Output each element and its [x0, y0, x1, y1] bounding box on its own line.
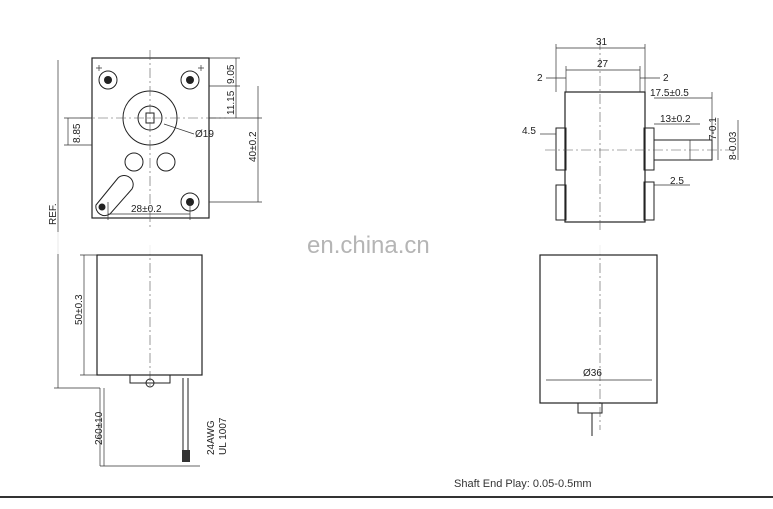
wire-spec-ul: UL 1007	[218, 417, 229, 455]
bottom-rule	[0, 496, 773, 498]
mounting-hole-top-right	[180, 65, 204, 90]
dim-2-left: 2	[537, 73, 543, 84]
wire-spec-awg: 24AWG	[206, 420, 217, 455]
mounting-slot-bottom-left	[95, 175, 134, 217]
watermark-text: en.china.cn	[307, 232, 430, 259]
motor-body-front	[96, 254, 203, 376]
small-hole-right	[156, 152, 176, 172]
dim-dia-36: Ø36	[583, 368, 602, 379]
motor-end-cap	[129, 374, 171, 384]
dim-9-05: 9.05	[226, 64, 237, 84]
mounting-hole-top-left	[96, 65, 118, 90]
dim-13: 13±0.2	[660, 114, 691, 125]
dim-4-5: 4.5	[522, 126, 536, 137]
dim-2-right: 2	[663, 73, 669, 84]
dim-11-15: 11.15	[226, 90, 237, 115]
side-view: 31 27 2 2 17.5±0.5 13±0.2 7-0.1 8-0.03 4…	[522, 37, 739, 436]
dim-28: 28±0.2	[131, 204, 162, 215]
dim-40: 40±0.2	[248, 131, 259, 162]
dim-260: 260±10	[94, 411, 105, 445]
dim-7-tol: 7-0.1	[708, 117, 719, 140]
dim-27: 27	[597, 59, 609, 70]
watermark-band	[40, 232, 740, 254]
front-view: 9.05 11.15 40±0.2 8.85 Ø19 28±0.2 REF. 5…	[48, 50, 262, 467]
gearbox-plate	[91, 57, 210, 219]
dim-2-5: 2.5	[670, 176, 684, 187]
dim-ref: REF.	[48, 203, 59, 225]
shaft-end-play-note: Shaft End Play: 0.05-0.5mm	[454, 478, 592, 490]
dim-31: 31	[596, 37, 608, 48]
dim-8-tol: 8-0.03	[728, 131, 739, 160]
dim-50: 50±0.3	[74, 294, 85, 325]
dim-17-5: 17.5±0.5	[650, 88, 689, 99]
small-hole-left	[124, 152, 144, 172]
gearbox-side	[564, 91, 646, 223]
dim-dia-19: Ø19	[195, 129, 214, 140]
motor-body-side	[539, 254, 658, 404]
dim-8-85: 8.85	[72, 123, 83, 143]
wire-ends	[182, 450, 190, 462]
